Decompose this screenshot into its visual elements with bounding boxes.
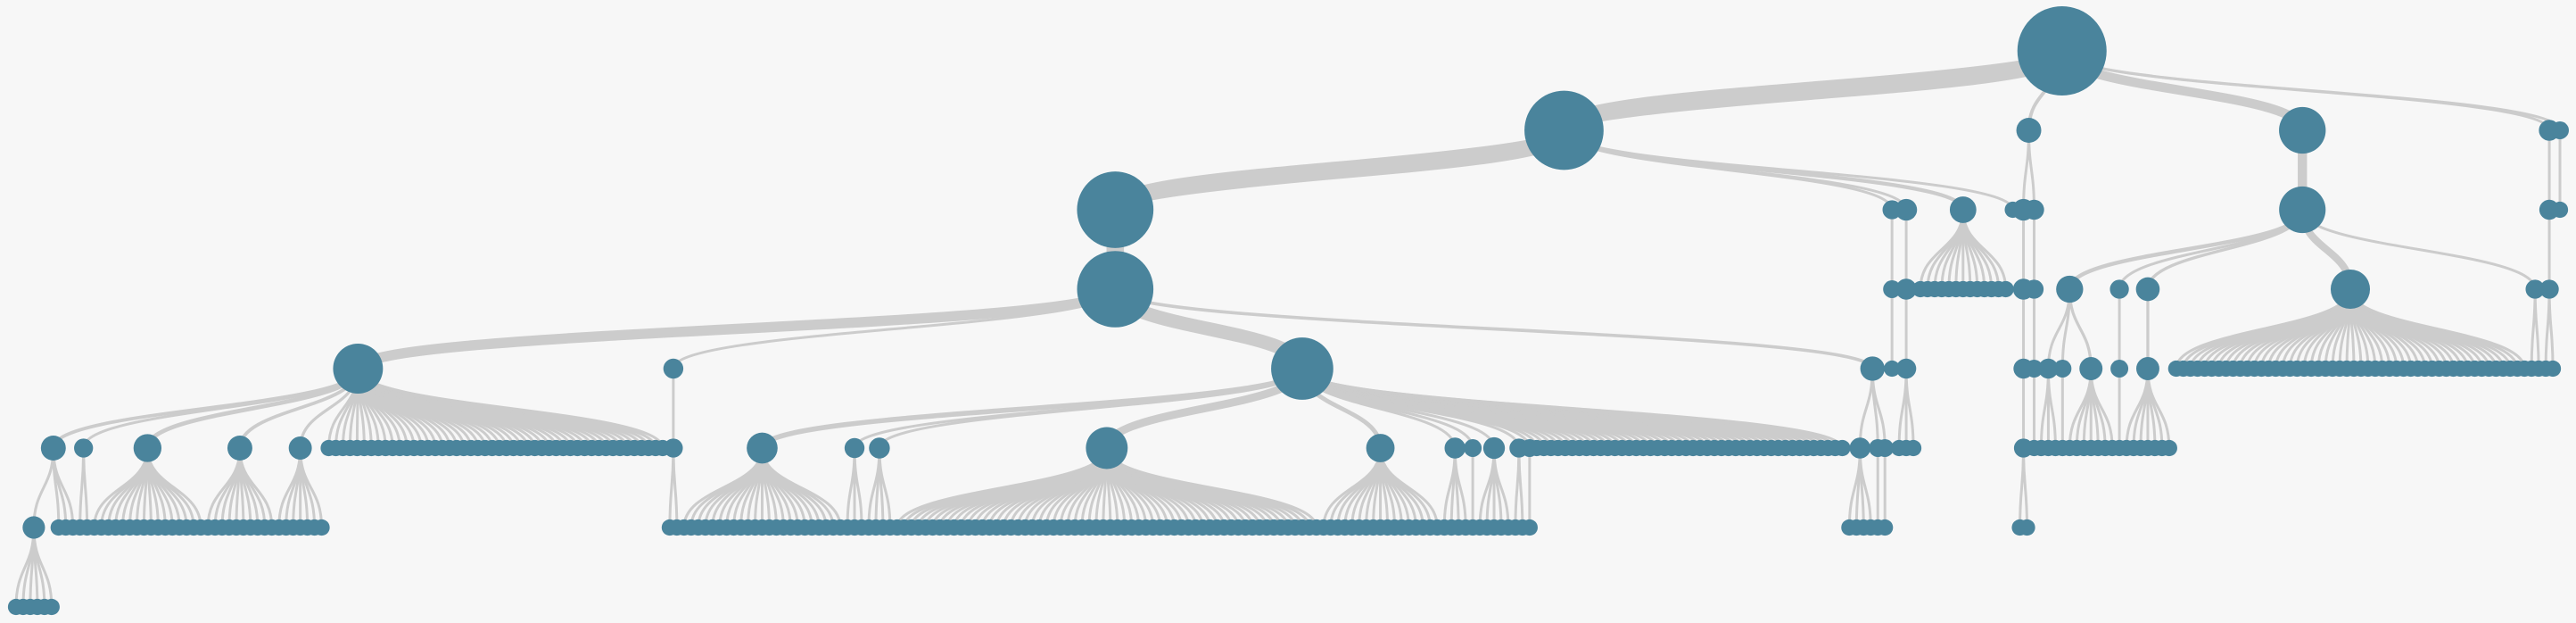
- tree-link-234: [1517, 447, 1524, 528]
- tree-node[interactable]: [1883, 280, 1902, 298]
- tree-node[interactable]: [1464, 439, 1482, 457]
- tree-node[interactable]: [1876, 439, 1895, 457]
- tree-link-281: [1113, 288, 1875, 370]
- tree-leaf-node[interactable]: [2019, 519, 2035, 536]
- tree-leaf-node[interactable]: [1521, 519, 1538, 536]
- tree-leaf-node[interactable]: [1997, 280, 2014, 298]
- tree-node[interactable]: [22, 516, 45, 539]
- tree-link-332: [2046, 368, 2057, 449]
- tree-node[interactable]: [2110, 279, 2129, 299]
- tree-node[interactable]: [1849, 437, 1871, 459]
- tree-node[interactable]: [2056, 275, 2084, 303]
- tree-link-280: [1300, 368, 1844, 449]
- tree-link-294: [1562, 129, 1908, 211]
- tree-node[interactable]: [2551, 121, 2569, 139]
- tree-link-300: [1562, 129, 1965, 211]
- tree-node[interactable]: [1271, 337, 1333, 400]
- tree-link-231: [1492, 447, 1510, 528]
- tree-leaf-node[interactable]: [2160, 439, 2177, 457]
- tree-link-3: [352, 287, 1121, 371]
- tree-link-17: [82, 447, 89, 528]
- tree-link-15: [82, 368, 359, 449]
- tree-node[interactable]: [227, 436, 252, 461]
- tree-node[interactable]: [133, 434, 162, 462]
- tree-root-node[interactable]: [2017, 6, 2107, 96]
- tree-node[interactable]: [2135, 277, 2160, 302]
- tree-node[interactable]: [1482, 436, 1506, 460]
- tree-node[interactable]: [1444, 437, 1466, 459]
- tree-leaf-node[interactable]: [1834, 439, 1851, 457]
- tree-node[interactable]: [1895, 278, 1917, 300]
- tree-node[interactable]: [2024, 199, 2044, 220]
- tree-link-0: [1555, 46, 2071, 135]
- tree-link-328: [2068, 209, 2305, 290]
- tree-node[interactable]: [1077, 171, 1154, 248]
- tree-link-299: [1904, 368, 1915, 449]
- tree-leaf-node[interactable]: [313, 519, 330, 536]
- tree-link-4: [51, 368, 360, 449]
- tree-node[interactable]: [1524, 90, 1604, 170]
- tree-leaf-node[interactable]: [1884, 360, 1901, 378]
- tree-link-223: [1453, 447, 1467, 528]
- tree-node[interactable]: [2539, 279, 2559, 299]
- tree-node[interactable]: [2053, 360, 2072, 378]
- tree-node[interactable]: [2016, 118, 2042, 143]
- tree-leaf-node[interactable]: [43, 598, 60, 616]
- tree-link-413: [2547, 288, 2555, 370]
- tree-link-105: [672, 447, 679, 528]
- tree-link-134: [853, 447, 863, 528]
- tree-node[interactable]: [1949, 196, 1977, 223]
- tree-node[interactable]: [288, 436, 312, 460]
- tree-link-18: [144, 368, 360, 449]
- tree-link-321: [2022, 447, 2029, 528]
- tree-node[interactable]: [2279, 186, 2326, 234]
- tree-leaf-node[interactable]: [1904, 439, 1922, 457]
- tree-link-11: [32, 527, 54, 608]
- tree-node[interactable]: [2038, 358, 2059, 379]
- tree-node[interactable]: [1077, 251, 1154, 328]
- tree-node[interactable]: [1086, 427, 1128, 469]
- tree-link-139: [878, 447, 892, 528]
- tree-link-107: [759, 367, 1305, 450]
- tree-link-286: [1858, 447, 1872, 528]
- tree-node[interactable]: [2279, 106, 2326, 154]
- tree-node[interactable]: [1895, 358, 1917, 379]
- tree-node[interactable]: [333, 344, 384, 394]
- tree-node[interactable]: [2525, 279, 2545, 299]
- tree-node[interactable]: [40, 436, 66, 461]
- tree-node[interactable]: [663, 358, 684, 379]
- tree-node[interactable]: [74, 438, 94, 458]
- tree-node[interactable]: [2025, 360, 2043, 378]
- tree-node[interactable]: [844, 437, 865, 459]
- tree-node[interactable]: [2330, 269, 2371, 310]
- tree-link-140: [1102, 367, 1307, 450]
- tree-node[interactable]: [664, 438, 683, 458]
- tree-leaf-node[interactable]: [1877, 519, 1894, 536]
- tree-node[interactable]: [2136, 357, 2159, 380]
- tree-leaf-node[interactable]: [2544, 360, 2562, 378]
- tree-link-346: [2146, 209, 2304, 290]
- tree-node[interactable]: [2079, 357, 2103, 380]
- tree-leaf-node[interactable]: [2551, 201, 2569, 219]
- tree-link-1: [1106, 126, 1573, 214]
- tree-link-343: [2118, 209, 2304, 290]
- tree-node[interactable]: [1860, 356, 1885, 381]
- tree-node[interactable]: [1366, 434, 1395, 462]
- tree-node[interactable]: [2024, 279, 2044, 299]
- tree-link-408: [2533, 288, 2540, 370]
- tree-node[interactable]: [747, 432, 778, 464]
- tree-node[interactable]: [1895, 198, 1918, 221]
- tree-node[interactable]: [869, 437, 890, 459]
- tree-nodes: [7, 6, 2569, 616]
- tree-node[interactable]: [2110, 360, 2129, 378]
